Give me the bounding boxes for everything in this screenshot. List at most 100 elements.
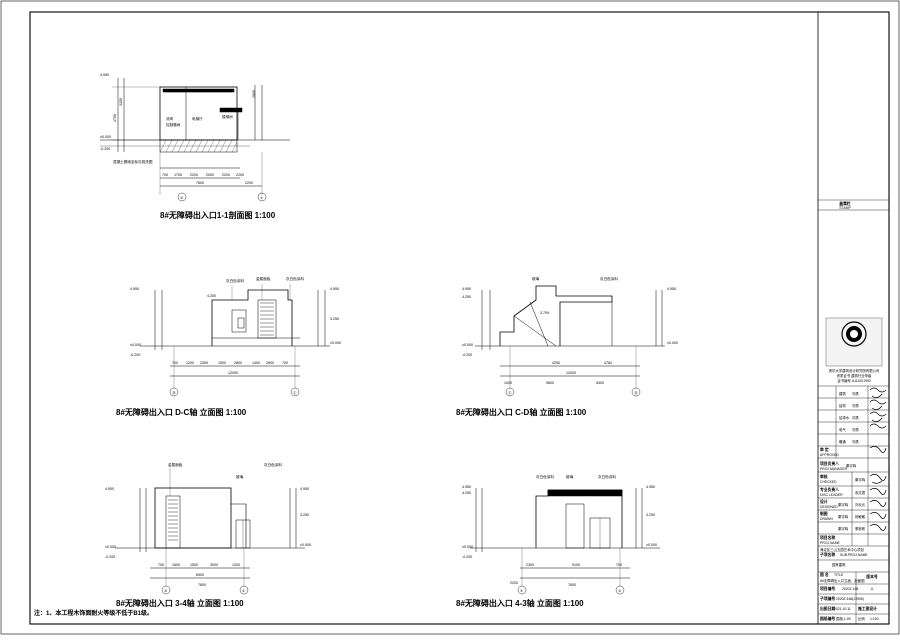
section-total-a: 7600 <box>196 181 204 185</box>
project-name: 海淀区三山五园艺术中心项目 <box>820 547 864 552</box>
elev-34-axis-a: ③ <box>164 589 168 593</box>
section-vdim-1: 3150 <box>119 98 123 106</box>
phase-label: 施工图设计 <box>858 606 877 611</box>
drawno-label: 图纸编号 <box>820 616 835 621</box>
project-en: PROJ.NAME <box>820 541 841 545</box>
elev-cd-top: 4.950 <box>462 287 471 291</box>
pm-label: 项目负责人 <box>820 461 839 466</box>
general-note: 注：1、本工程木饰面耐火等级不低于B1级。 <box>34 609 153 617</box>
title-block-text: 盖章栏 STAMP 清华大学建筑设计研究院有限公司 资质证书 建筑行业甲级 证书… <box>820 201 879 621</box>
role-1: 结构 <box>839 403 846 408</box>
elev-dc-top: 4.950 <box>130 287 139 291</box>
person-2-name: 祝敏敏 <box>855 514 866 519</box>
section-1-1-text: 4.950 ±0.000 -0.200 消风 控制箱间 电梯厅 楼梯间 混凝土基… <box>100 73 276 220</box>
section-1-1 <box>100 78 290 202</box>
checker-label: 审核 <box>820 474 828 479</box>
role-4: 暖通 <box>839 439 846 444</box>
subno: 2020Z-168(J2596) <box>836 597 864 601</box>
section-dim-4: 2200 <box>222 173 230 177</box>
project-label: 项目名称 <box>820 535 835 540</box>
elev-dc-total: 12000 <box>228 371 238 375</box>
signature-9 <box>869 512 887 519</box>
elev-34-r2: ±0.000 <box>300 543 311 547</box>
elev-43-zero: ±0.000 <box>462 545 473 549</box>
role-2-name: 刘勇 <box>852 415 859 420</box>
pm-en: PROJ.MANAGER <box>820 467 848 471</box>
elev-43-dim-2: 700 <box>616 563 622 567</box>
elev-cd-title: 8#无障碍出入口 C-D轴 立面图 1:100 <box>456 407 587 417</box>
elev-dc <box>140 284 330 397</box>
elev-cd-text: 4.950 4.250 ±0.000 -0.200 玻璃 灰白色涂料 4.950… <box>456 276 678 417</box>
projno: 2020Z-168 <box>842 587 859 591</box>
section-room1b: 控制箱间 <box>166 122 181 127</box>
role-3-name: 刘勇 <box>852 427 859 432</box>
elev-dc-axis-b: Ⓒ <box>293 390 297 395</box>
elev-cd-label-0: 玻璃 <box>532 276 540 281</box>
section-room2: 电梯厅 <box>192 116 203 121</box>
disc-en: DISC.LEADER <box>820 493 843 497</box>
elev-dc-dim-7: 700 <box>282 361 288 365</box>
elev-34-top: 4.950 <box>105 487 114 491</box>
elev-cd <box>475 285 665 397</box>
company-seal <box>825 317 883 367</box>
drawing-en: TITLE <box>834 573 844 577</box>
section-vdim-2: 2800 <box>252 90 256 98</box>
elev-cd-dim-1: 4784 <box>604 361 612 365</box>
elev-dc-low: -0.200 <box>130 353 140 357</box>
elev-cd-low: -0.200 <box>462 353 472 357</box>
elev-34-r0: 4.950 <box>300 487 309 491</box>
section-vdim-0: 1750 <box>113 114 117 122</box>
signature-3 <box>869 411 887 422</box>
elev-34-text: 4.950 ±0.000 -0.200 金属面板 玻璃 灰白色涂料 4.950 … <box>105 462 311 608</box>
elev-43-label-0: 灰白色涂料 <box>536 474 554 479</box>
elev-dc-r2: ±0.000 <box>330 341 341 345</box>
inner-border <box>29 11 890 625</box>
sub-en: SUB.PROJ.NAME <box>840 553 868 557</box>
revision-label: 版本号 <box>866 574 878 579</box>
elev-cd-axis-a: Ⓒ <box>508 390 512 395</box>
section-dim-0: 700 <box>162 173 168 177</box>
elev-dc-label-0: 灰白色涂料 <box>226 278 244 283</box>
elev-cd-label-1: 灰白色涂料 <box>600 276 618 281</box>
elev-43-text: 4.950 4.250 ±0.000 -0.200 灰白色涂料 玻璃 灰白色涂料… <box>456 474 657 608</box>
title-block <box>818 199 889 624</box>
elev-43-title: 8#无障碍出入口 4-3轴 立面图 1:100 <box>456 598 584 608</box>
person-0-name: 张文君 <box>855 490 866 495</box>
section-title: 8#无障碍出入口1-1剖面图 1:100 <box>160 210 276 220</box>
person-1-name: 刘长元 <box>855 502 866 507</box>
sub-name: 园林建筑 <box>832 562 846 567</box>
drawn-en: DRAWN <box>820 517 833 521</box>
drawing-label: 图 名 <box>820 572 829 577</box>
elev-dc-label-2: 灰白色涂料 <box>286 276 304 281</box>
drawing-name: 8#无障碍出入口立面、剖面图 <box>820 578 865 583</box>
elev-34-title: 8#无障碍出入口 3-4轴 立面图 1:100 <box>116 598 244 608</box>
elev-cd-t2: 5400 <box>596 381 604 385</box>
signature-10 <box>869 524 887 531</box>
section-zero-elev: ±0.000 <box>100 135 111 139</box>
person-3-role: 秦宇辉 <box>838 526 849 531</box>
revision: A <box>871 587 874 591</box>
section-dim-2: 2200 <box>190 173 198 177</box>
elev-43-axis-a: ④ <box>520 589 524 593</box>
elev-dc-dim-3: 1500 <box>218 361 226 365</box>
signature-6 <box>869 474 887 484</box>
role-4-name: 刘勇 <box>852 439 859 444</box>
elev-dc-label-1: 金属面板 <box>256 276 271 281</box>
elev-cd-axis-b: Ⓓ <box>634 390 638 395</box>
elev-43-r2: ±0.000 <box>646 543 657 547</box>
section-low-elev: -0.200 <box>100 147 110 151</box>
section-room1: 消风 <box>166 116 174 121</box>
date-label: 出图日期 <box>820 606 835 611</box>
elev-34-dim-0: 700 <box>158 563 164 567</box>
elev-34 <box>115 468 305 595</box>
elev-cd-total: 12000 <box>566 371 576 375</box>
elev-34-label-0: 金属面板 <box>168 462 183 467</box>
elev-cd-dim-0: 4250 <box>552 361 560 365</box>
elev-dc-dim-5: 1400 <box>252 361 260 365</box>
elev-34-label-1: 玻璃 <box>236 474 244 479</box>
elev-dc-dim-0: 700 <box>172 361 178 365</box>
org-line2: 资质证书 建筑行业甲级 <box>837 373 872 378</box>
signature-2 <box>869 399 887 410</box>
role-2: 给排水 <box>839 415 850 420</box>
